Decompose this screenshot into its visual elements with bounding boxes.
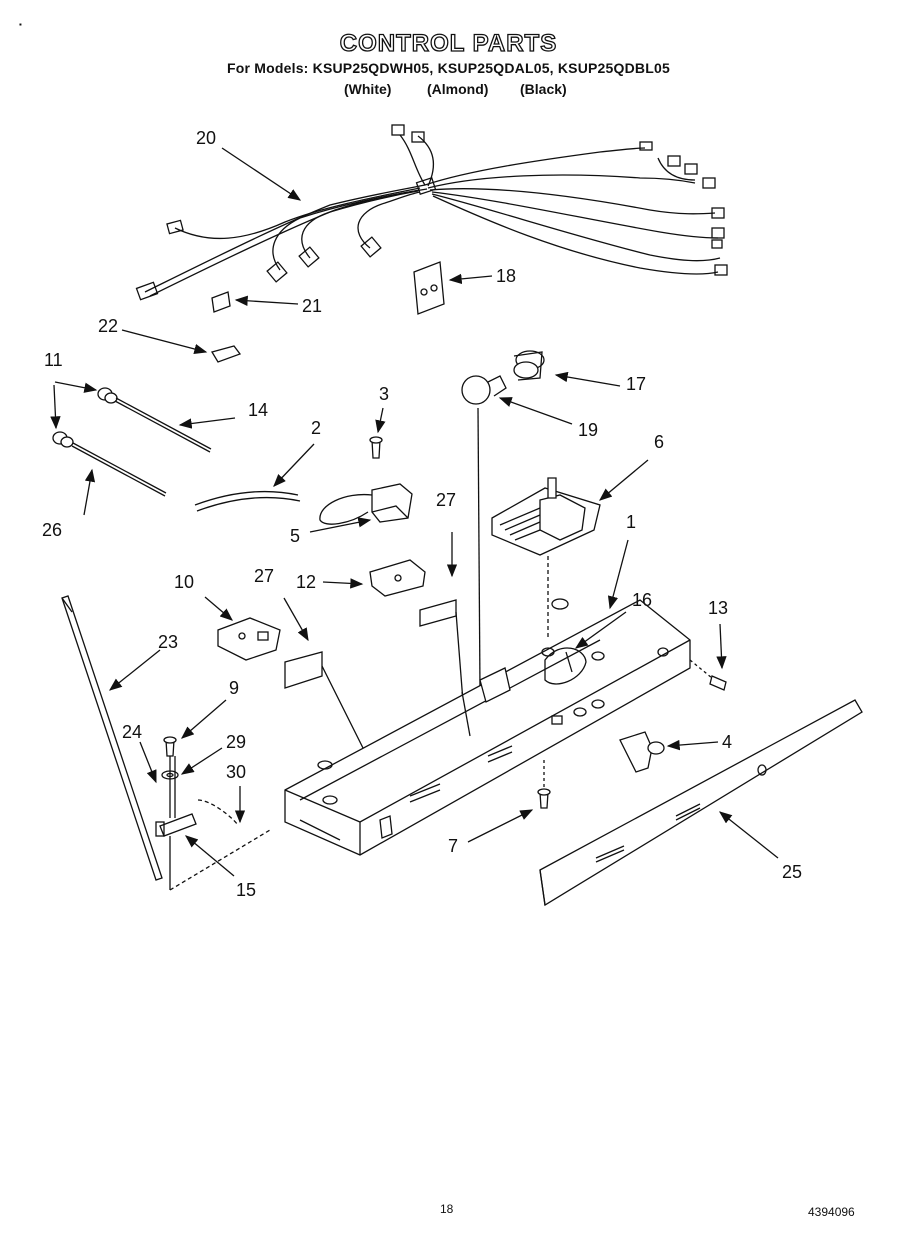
callout-14: 14 xyxy=(248,400,269,420)
callout-6: 6 xyxy=(654,432,665,452)
callout-24: 24 xyxy=(122,722,143,742)
model-list: For Models: KSUP25QDWH05, KSUP25QDAL05, … xyxy=(227,60,670,76)
callout-27-right: 27 xyxy=(436,490,457,510)
rod-lower xyxy=(52,431,167,497)
callout-3: 3 xyxy=(379,384,390,404)
corner-mark: ▪ xyxy=(19,20,22,29)
callout-26: 26 xyxy=(42,520,63,540)
callout-5: 5 xyxy=(290,526,301,546)
callout-4: 4 xyxy=(722,732,733,752)
hinge-hardware xyxy=(155,736,271,891)
callout-13: 13 xyxy=(708,598,729,618)
rod-upper xyxy=(97,387,212,453)
color-label-almond: (Almond) xyxy=(427,81,489,97)
switch xyxy=(319,436,413,525)
callout-25: 25 xyxy=(782,862,803,882)
callout-22: 22 xyxy=(98,316,119,336)
callout-30: 30 xyxy=(226,762,247,782)
callout-11: 11 xyxy=(44,350,63,370)
document-number: 4394096 xyxy=(808,1205,855,1219)
callout-12: 12 xyxy=(296,572,317,592)
callout-18: 18 xyxy=(496,266,517,286)
callout-23: 23 xyxy=(158,632,179,652)
control-thermostat xyxy=(491,477,601,640)
control-housing xyxy=(284,598,691,856)
page-number: 18 xyxy=(440,1202,454,1216)
wire-harness xyxy=(135,124,728,301)
callout-17: 17 xyxy=(626,374,647,394)
color-label-white: (White) xyxy=(344,81,392,97)
callout-27-left: 27 xyxy=(254,566,275,586)
callout-21: 21 xyxy=(302,296,323,316)
page-title: CONTROL PARTS xyxy=(339,29,558,57)
light-bulb xyxy=(461,375,507,691)
callout-1: 1 xyxy=(626,512,637,532)
callout-7: 7 xyxy=(448,836,459,856)
trim-strip xyxy=(539,699,863,907)
callout-19: 19 xyxy=(578,420,599,440)
callout-2: 2 xyxy=(311,418,322,438)
callout-29: 29 xyxy=(226,732,247,752)
color-label-black: (Black) xyxy=(520,81,567,97)
cover-plate xyxy=(413,261,445,315)
callout-10: 10 xyxy=(174,572,195,592)
callout-15: 15 xyxy=(236,880,257,900)
callout-20: 20 xyxy=(196,128,217,148)
light-socket xyxy=(513,350,545,381)
callout-9: 9 xyxy=(229,678,240,698)
callout-16: 16 xyxy=(632,590,653,610)
